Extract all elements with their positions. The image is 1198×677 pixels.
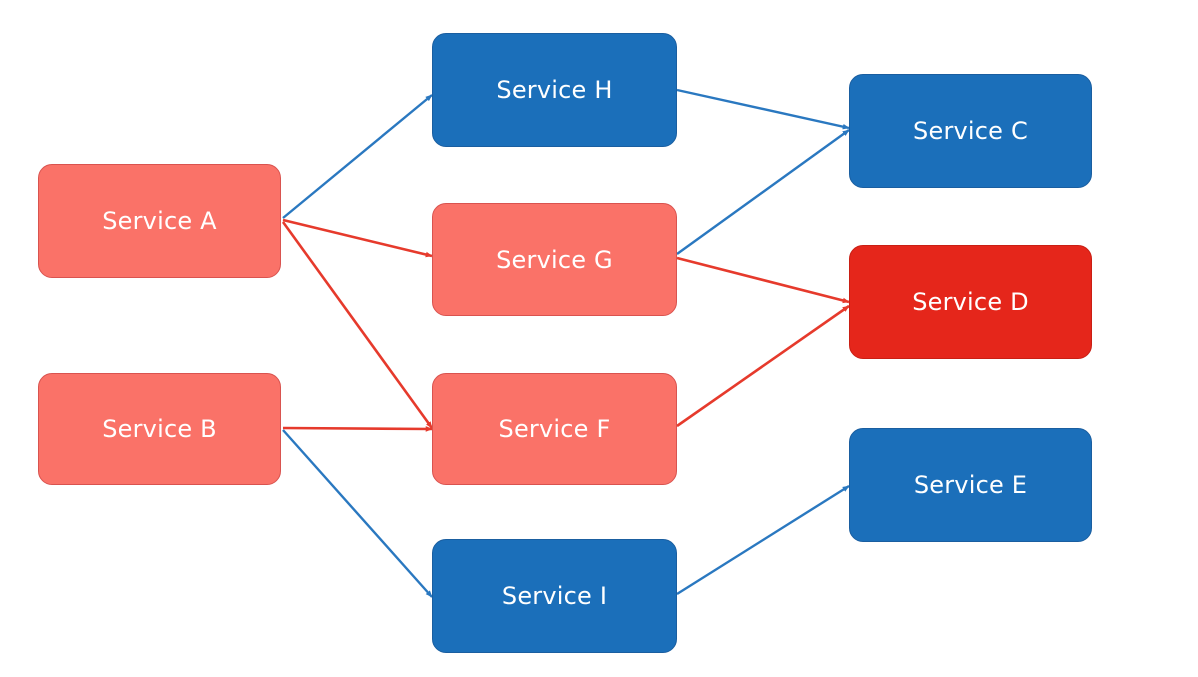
edge-a-to-g (282, 218, 433, 258)
service-d-node[interactable]: Service D (849, 245, 1092, 359)
service-h-label: Service H (496, 76, 613, 104)
service-e-label: Service E (913, 471, 1028, 499)
edge-g-to-c (676, 129, 850, 255)
service-g-node[interactable]: Service G (432, 203, 677, 316)
edge-f-to-d (676, 304, 850, 428)
service-i-node[interactable]: Service I (432, 539, 677, 653)
edge-g-to-d (676, 256, 850, 304)
edge-i-to-e (676, 484, 850, 596)
service-b-label: Service B (102, 415, 217, 443)
service-c-label: Service C (913, 117, 1028, 145)
service-d-label: Service D (912, 288, 1029, 316)
service-f-label: Service F (498, 415, 611, 443)
edge-a-to-h (282, 94, 433, 219)
service-b-node[interactable]: Service B (38, 373, 281, 485)
service-h-node[interactable]: Service H (432, 33, 677, 147)
service-a-label: Service A (102, 207, 217, 235)
service-f-node[interactable]: Service F (432, 373, 677, 485)
service-a-node[interactable]: Service A (38, 164, 281, 278)
service-c-node[interactable]: Service C (849, 74, 1092, 188)
edge-b-to-f (282, 426, 433, 432)
edge-h-to-c (676, 88, 850, 130)
edge-a-to-f (281, 221, 434, 429)
service-i-label: Service I (501, 582, 608, 610)
service-g-label: Service G (496, 245, 613, 274)
service-e-node[interactable]: Service E (849, 428, 1092, 542)
edge-b-to-i (282, 429, 433, 598)
